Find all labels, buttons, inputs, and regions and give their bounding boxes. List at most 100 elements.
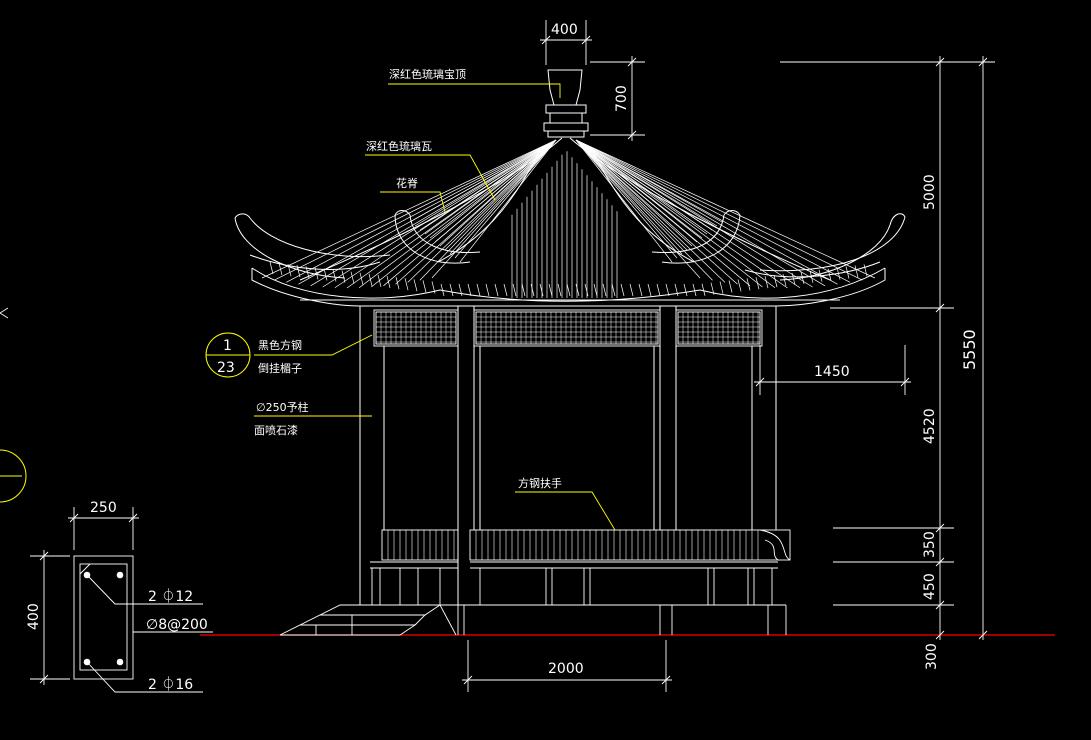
rafter-line	[358, 139, 557, 289]
rafter-line	[575, 139, 683, 255]
eave-tile-end	[440, 283, 445, 297]
eave-tile-end	[377, 274, 382, 288]
rafter-line	[575, 139, 693, 247]
base-platform	[360, 568, 787, 635]
railing	[370, 529, 791, 569]
rafter-line	[575, 139, 713, 231]
rafter-line	[575, 139, 851, 283]
rafter-line	[286, 139, 557, 283]
eave-tile-end	[737, 279, 742, 292]
rafter-line	[575, 139, 788, 289]
section-rebar-top: 2 ⏀12	[148, 588, 193, 605]
rafter-line	[439, 139, 557, 247]
rafter-line	[431, 139, 557, 279]
label-lattice-line2: 倒挂楣子	[258, 361, 302, 375]
rafter-line	[575, 139, 813, 288]
eave-tile-end	[809, 270, 814, 283]
eave-tile-end	[296, 265, 301, 278]
rafter-line	[575, 139, 698, 243]
roof-rafter-lines	[261, 139, 876, 289]
rafter-line	[575, 139, 726, 283]
eave-tile-end	[557, 283, 562, 297]
dim-total-height: 5550	[960, 329, 979, 370]
rebar-dots	[83, 571, 124, 666]
eave-tile-end	[395, 277, 400, 290]
eave-tile-end	[278, 262, 283, 276]
eave-tile-end	[611, 283, 616, 297]
rafter-line	[575, 139, 863, 281]
rafter-line	[575, 139, 838, 285]
rafter-line	[575, 139, 826, 287]
eave-tile-end	[413, 279, 418, 292]
rafter-line	[371, 139, 557, 288]
eave-tile-end	[701, 283, 706, 296]
finial	[543, 69, 589, 138]
railing-balusters	[387, 530, 759, 560]
eave-tile-end	[314, 267, 319, 280]
eave-tile-end	[656, 283, 661, 297]
label-handrail: 方钢扶手	[518, 476, 562, 490]
eave-tile-end	[773, 275, 778, 288]
eave-tile-end	[755, 277, 760, 290]
eave-tile-end	[647, 283, 652, 297]
entrance-steps	[279, 604, 457, 636]
eave-tile-end	[800, 271, 805, 284]
hanging-lattice	[373, 309, 763, 347]
eave-tile-end	[710, 282, 715, 295]
dim-railing-height: 350	[922, 531, 938, 558]
eave-tile-end	[728, 280, 733, 293]
rafter-line	[575, 139, 701, 279]
section-rebar-bottom: 2 ⏀16	[148, 676, 193, 693]
eave-tile-end	[782, 273, 787, 287]
rafter-line	[575, 139, 688, 251]
eave-tile-end	[836, 267, 841, 280]
eave-tile-end	[845, 266, 850, 279]
dim-column-height: 4520	[922, 408, 938, 444]
eave-tile-ends	[269, 261, 868, 297]
eave-tile-end	[620, 283, 625, 297]
rafter-line	[575, 139, 703, 239]
label-tile: 深红色琉璃瓦	[366, 139, 432, 153]
eave-tile-end	[566, 283, 571, 297]
eave-tile-end	[584, 283, 589, 297]
leader-lines	[254, 83, 616, 531]
eave-tile-end	[341, 270, 346, 283]
dim-seat-height: 450	[922, 573, 938, 600]
eave-tile-end	[458, 283, 463, 297]
rafter-line	[429, 139, 557, 239]
column-section-detail	[30, 507, 213, 693]
rafter-line	[419, 139, 557, 231]
detail-marker-top: 1	[223, 338, 232, 354]
eave-tile-end	[368, 273, 373, 286]
rafter-line	[419, 139, 557, 281]
rafter-line	[575, 139, 718, 227]
eave-tile-end	[476, 283, 481, 297]
eave-tile-end	[287, 264, 292, 277]
eave-tile-end	[350, 271, 355, 284]
eave-tile-end	[521, 283, 526, 297]
label-lattice-line1: 黑色方钢	[258, 338, 302, 352]
left-edge-mark	[0, 307, 9, 319]
eave-tile-end	[431, 281, 436, 294]
eave-tile-end	[359, 272, 364, 285]
eave-tile-end	[593, 283, 598, 297]
eave-tile-end	[791, 272, 796, 286]
rafter-line	[575, 139, 723, 223]
eave-tile-end	[485, 283, 490, 297]
rafter-line	[575, 139, 738, 285]
eave-tile-end	[548, 283, 553, 297]
rafter-line	[434, 139, 557, 243]
eave-tile-end	[692, 283, 697, 297]
eave-tile-end	[638, 283, 643, 297]
gable-tile-lines	[511, 151, 618, 298]
eave-tile-end	[512, 283, 517, 297]
dim-bay-width: 2000	[548, 661, 584, 677]
eave-tile-end	[530, 283, 535, 297]
eave-tile-end	[818, 269, 823, 282]
detail-marker-bottom: 23	[217, 360, 235, 376]
eave-tile-end	[683, 283, 688, 297]
eave-tile-end	[863, 264, 868, 277]
eave-tile-end	[854, 265, 859, 278]
eave-tile-end	[269, 261, 274, 275]
eave-tile-end	[305, 266, 310, 279]
